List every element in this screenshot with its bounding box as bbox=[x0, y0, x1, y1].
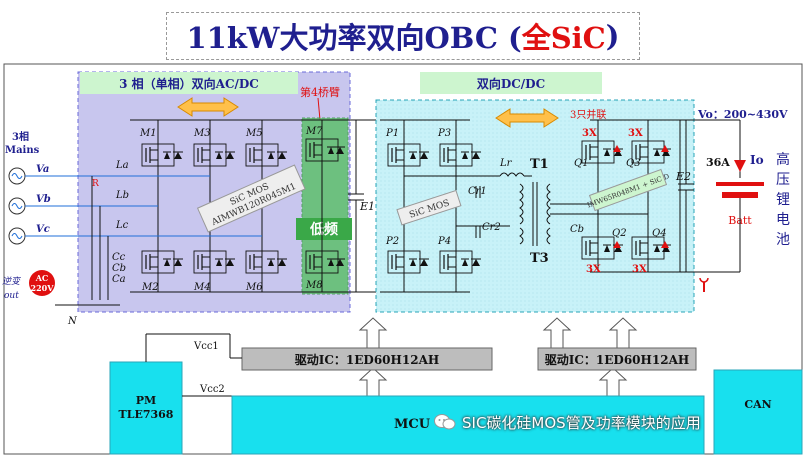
transformer-t1: T1 bbox=[530, 157, 549, 172]
mains-label-2: Mains bbox=[5, 145, 40, 156]
label-q3: Q3 bbox=[626, 158, 641, 169]
inductor-lb: Lb bbox=[115, 190, 129, 201]
dcdc-header-text: 双向DC/DC bbox=[477, 76, 545, 91]
bridge4-label: 第4桥臂 bbox=[300, 85, 340, 99]
battery-plate-bottom bbox=[722, 192, 758, 198]
cap-cc: Cc bbox=[112, 252, 126, 263]
mcu-label: MCU bbox=[394, 417, 431, 432]
diagram-label: 压 bbox=[776, 172, 790, 188]
io-label: Io bbox=[750, 153, 764, 167]
inductor-lc: Lc bbox=[115, 220, 129, 231]
upward-arrow-icons bbox=[358, 317, 638, 399]
label-m8: M8 bbox=[305, 280, 323, 291]
relay-r: R bbox=[92, 179, 99, 189]
page-title: 11kW大功率双向OBC (全SiC) bbox=[166, 12, 640, 60]
label-m3: M3 bbox=[193, 128, 211, 139]
vcc2-label: Vcc2 bbox=[199, 384, 225, 395]
driver-ic-box-1 bbox=[241, 347, 493, 371]
driver-ic-label-2: 驱动IC：1ED60H12AH bbox=[545, 353, 689, 367]
phase-va: Va bbox=[36, 164, 49, 175]
pm-block bbox=[109, 361, 183, 455]
can-block bbox=[713, 369, 803, 455]
dcdc-header bbox=[420, 72, 602, 94]
diagram-label: 220V bbox=[31, 283, 55, 293]
label-m2: M2 bbox=[141, 282, 159, 293]
ac-source-icon bbox=[29, 270, 55, 296]
low-freq-text: 低频 bbox=[309, 221, 338, 238]
cap-cr2: Cr2 bbox=[482, 222, 501, 233]
cap-e2: E2 bbox=[675, 170, 691, 183]
watermark: SIC碳化硅MOS管及功率模块的应用 bbox=[434, 410, 701, 434]
title-close: ) bbox=[605, 19, 620, 53]
watermark-text: SIC碳化硅MOS管及功率模块的应用 bbox=[462, 413, 701, 432]
wechat-icon bbox=[434, 414, 456, 430]
driver-ic-box-2 bbox=[537, 347, 697, 371]
current-arrow-icon bbox=[734, 160, 746, 172]
mains-label-1: 3相 bbox=[12, 130, 29, 143]
label-p4: P4 bbox=[437, 236, 451, 247]
vcc1-label: Vcc1 bbox=[193, 341, 219, 352]
diagram-label: 高 bbox=[776, 151, 790, 168]
pm-label-2: TLE7368 bbox=[119, 408, 174, 421]
acdc-header-text: 3 相（单相）双向AC/DC bbox=[119, 76, 259, 91]
label-m6: M6 bbox=[245, 282, 263, 293]
label-m4: M4 bbox=[193, 282, 211, 293]
orange-double-arrow-left bbox=[177, 97, 239, 117]
label-p2: P2 bbox=[385, 236, 399, 247]
inductor-la: La bbox=[115, 160, 129, 171]
diagram-label: 电 bbox=[776, 212, 790, 228]
phase-vc: Vc bbox=[36, 224, 50, 235]
label-p1: P1 bbox=[385, 128, 399, 139]
parallel-label: 3只并联 bbox=[570, 108, 606, 121]
orange-double-arrow-right bbox=[495, 108, 559, 128]
phase-vb: Vb bbox=[36, 194, 51, 205]
transformer-t3: T3 bbox=[530, 251, 549, 266]
label-q1: Q1 bbox=[574, 158, 589, 169]
neutral-label: N bbox=[67, 316, 78, 327]
driver-ic-label-1: 驱动IC：1ED60H12AH bbox=[295, 353, 439, 367]
title-main: 11kW大功率双向OBC ( bbox=[186, 21, 522, 55]
current-label: 36A bbox=[706, 156, 730, 169]
can-label: CAN bbox=[744, 398, 771, 411]
cap-cb-secondary: Cb bbox=[570, 224, 584, 235]
diagram-label: AC bbox=[35, 273, 49, 283]
cap-cr1: Cr1 bbox=[468, 186, 487, 197]
label-m7: M7 bbox=[305, 126, 323, 137]
label-q2: Q2 bbox=[612, 228, 627, 239]
cap-cb: Cb bbox=[112, 263, 126, 274]
acdc-header bbox=[80, 72, 298, 94]
battery-vertical-text: 高压锂电池 bbox=[776, 151, 790, 248]
label-m5: M5 bbox=[245, 128, 263, 139]
diagram-label: 池 bbox=[776, 232, 790, 248]
label-q4: Q4 bbox=[652, 228, 667, 239]
diagram-label: 锂 bbox=[776, 192, 790, 208]
mcu-block bbox=[231, 395, 705, 455]
cap-ca: Ca bbox=[112, 274, 126, 285]
low-freq-highlight bbox=[301, 117, 349, 295]
inverter-label-2: out bbox=[4, 291, 19, 301]
label-p3: P3 bbox=[437, 128, 451, 139]
return-arrow-icon bbox=[699, 277, 709, 283]
pm-label-1: PM bbox=[136, 394, 156, 407]
title-accent: 全SiC bbox=[521, 21, 606, 55]
battery-plate-top bbox=[716, 182, 764, 186]
multiplier-q2: 3X bbox=[586, 264, 601, 275]
inductor-lr: Lr bbox=[499, 158, 513, 169]
cap-e1: E1 bbox=[359, 200, 375, 213]
multiplier-q1: 3X bbox=[582, 128, 597, 139]
label-m1: M1 bbox=[139, 128, 157, 139]
inverter-label-1: 逆变 bbox=[2, 276, 22, 287]
multiplier-q4: 3X bbox=[632, 264, 647, 275]
vo-label: Vo：200~430V bbox=[697, 108, 788, 121]
multiplier-q3: 3X bbox=[628, 128, 643, 139]
